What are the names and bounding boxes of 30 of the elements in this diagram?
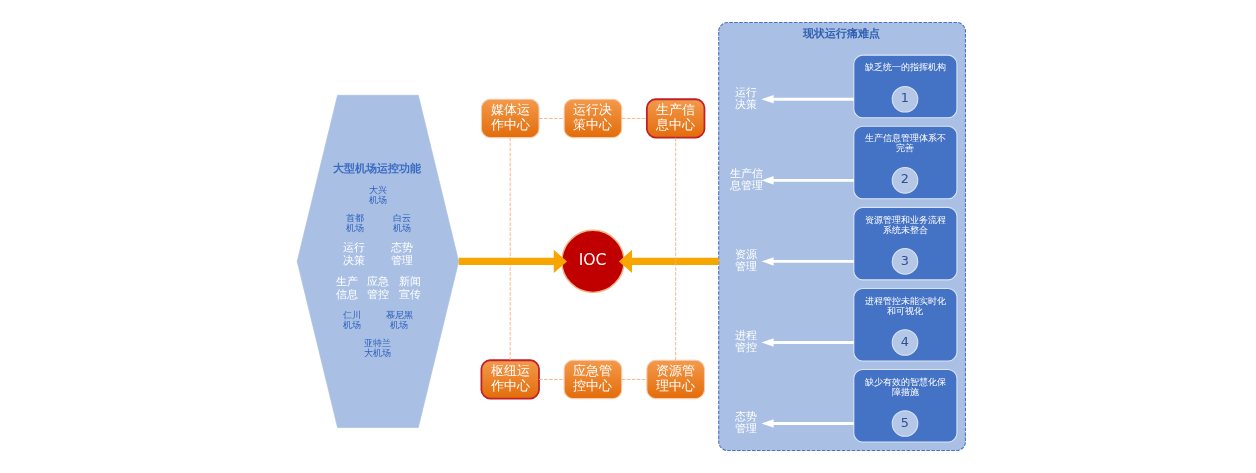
connector	[538, 118, 565, 119]
node-box: 运行决策中心	[563, 98, 622, 139]
node-circle: 5	[891, 410, 918, 437]
arrow	[458, 249, 567, 273]
node-box: 资源管理中心	[645, 359, 705, 400]
node-text: 进程管控	[734, 328, 757, 354]
connector	[538, 379, 565, 380]
node-circle: 2	[891, 167, 918, 194]
node-text: 生产信息管理	[729, 166, 763, 192]
arrow	[761, 176, 854, 185]
node-text: 资源管理	[734, 247, 757, 273]
node-box: 生产信息中心	[645, 98, 705, 139]
arrow	[761, 95, 854, 104]
arrow	[761, 338, 854, 347]
node-circle: 3	[891, 248, 918, 275]
arrow	[618, 249, 719, 273]
connector	[509, 137, 511, 361]
node-box: 枢纽运作中心	[480, 359, 540, 400]
node-box: 媒体运作中心	[480, 98, 540, 139]
node-circle: 4	[891, 329, 918, 356]
arrow	[761, 257, 854, 266]
node-text: 运行决策	[734, 85, 757, 111]
arrow	[761, 419, 854, 428]
connector	[620, 379, 647, 380]
node-circle: IOC	[560, 229, 625, 294]
node-box: 应急管控中心	[563, 359, 622, 400]
node-text: 态势管理	[734, 409, 757, 436]
node-circle: 1	[891, 85, 918, 113]
connector	[674, 137, 676, 361]
connector	[620, 118, 647, 119]
